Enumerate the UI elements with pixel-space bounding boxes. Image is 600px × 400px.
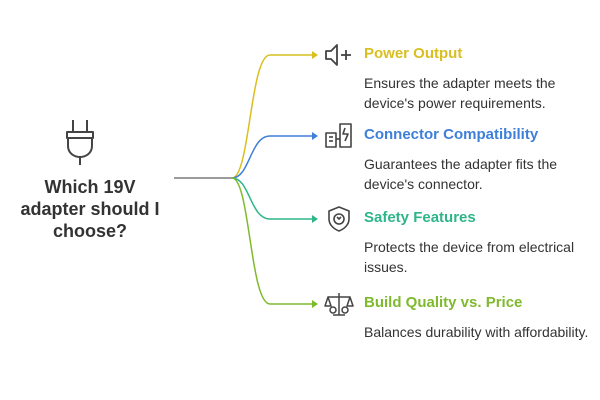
power-output-icon [325, 44, 351, 66]
plug-icon [66, 120, 94, 165]
connector-build-quality [231, 177, 312, 305]
branch-description: Balances durability with affordability. [364, 324, 589, 340]
root-question: Which 19V adapter should I choose? [20, 176, 160, 242]
arrowhead-connector-compatibility [312, 132, 318, 140]
shield-icon [328, 206, 350, 232]
branch-title: Build Quality vs. Price [364, 294, 523, 311]
connector-power-output [231, 54, 312, 179]
connector-connector-compatibility [231, 135, 312, 179]
root-question-line: choose? [52, 221, 127, 241]
branch-title: Connector Compatibility [364, 126, 539, 143]
connector-safety-features [231, 177, 312, 220]
branch-description: Ensures the adapter meets the device's p… [364, 75, 556, 111]
arrowhead-build-quality [312, 300, 318, 308]
branch-description: Protects the device from electrical issu… [364, 239, 575, 275]
root-question-line: Which 19V [44, 177, 136, 197]
branch-title: Power Output [364, 45, 463, 62]
arrowhead-safety-features [312, 215, 318, 223]
branch-title: Safety Features [364, 209, 476, 226]
scale-balance-icon [324, 293, 354, 316]
branch-description: Guarantees the adapter fits the device's… [364, 156, 558, 192]
arrowhead-power-output [312, 51, 318, 59]
connector-icon [325, 123, 352, 148]
root-question-line: adapter should I [20, 199, 160, 219]
